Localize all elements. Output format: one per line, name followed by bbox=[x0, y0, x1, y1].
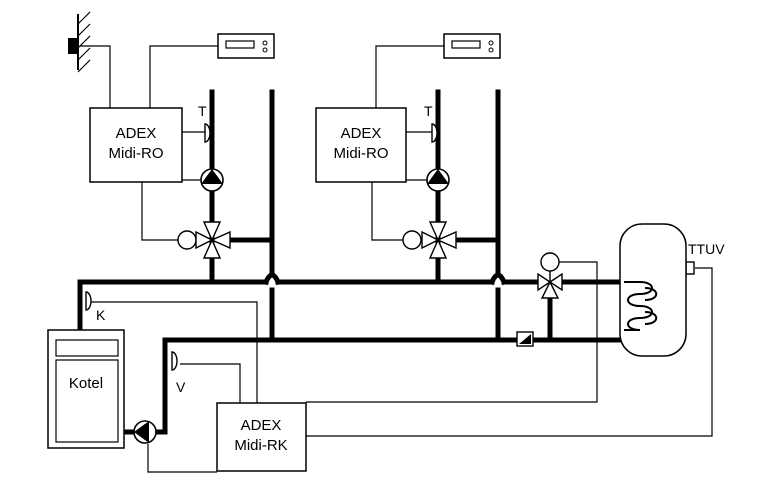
signal-wires bbox=[80, 45, 713, 473]
room-unit-1 bbox=[217, 33, 275, 59]
temp-sensor-v-label: V bbox=[176, 379, 186, 395]
temp-sensor-k: K bbox=[85, 291, 106, 323]
pipe-crossovers bbox=[262, 272, 508, 286]
check-valve bbox=[516, 331, 534, 347]
pipes bbox=[77, 89, 627, 435]
controller-rk-line1: ADEX bbox=[241, 417, 282, 434]
boiler: Kotel bbox=[47, 329, 125, 449]
temp-sensor-t1-label: T bbox=[198, 103, 207, 119]
controller-ro-2: ADEX Midi-RO bbox=[315, 107, 407, 183]
mixing-valve-1 bbox=[177, 221, 231, 259]
temp-sensor-v: V bbox=[171, 351, 186, 395]
room-unit-2 bbox=[443, 33, 501, 59]
controller-rk-line2: Midi-RK bbox=[234, 437, 287, 454]
temp-sensor-t2-label: T bbox=[424, 103, 433, 119]
temp-sensor-ttuv-label: TTUV bbox=[688, 241, 725, 257]
temp-sensor-ttuv: TTUV bbox=[685, 241, 725, 275]
dhw-tank bbox=[619, 223, 687, 357]
controller-ro-1-line2: Midi-RO bbox=[109, 145, 164, 162]
dhw-diverter-valve bbox=[537, 252, 563, 299]
mixing-valve-2 bbox=[402, 221, 457, 259]
pump-boiler bbox=[133, 420, 157, 444]
outdoor-sensor bbox=[68, 11, 91, 73]
controller-ro-1: ADEX Midi-RO bbox=[89, 107, 183, 183]
controller-ro-2-line2: Midi-RO bbox=[334, 145, 389, 162]
controller-ro-1-line1: ADEX bbox=[116, 125, 157, 142]
heating-coil bbox=[624, 281, 658, 331]
controller-ro-2-line1: ADEX bbox=[341, 125, 382, 142]
temp-sensor-k-label: K bbox=[96, 307, 106, 323]
temp-sensor-t2: T bbox=[424, 103, 438, 143]
pump-circuit-2 bbox=[426, 168, 450, 192]
controller-rk: ADEX Midi-RK bbox=[216, 402, 307, 472]
boiler-label: Kotel bbox=[69, 375, 103, 392]
pump-circuit-1 bbox=[200, 168, 224, 192]
temp-sensor-t1: T bbox=[198, 103, 211, 143]
